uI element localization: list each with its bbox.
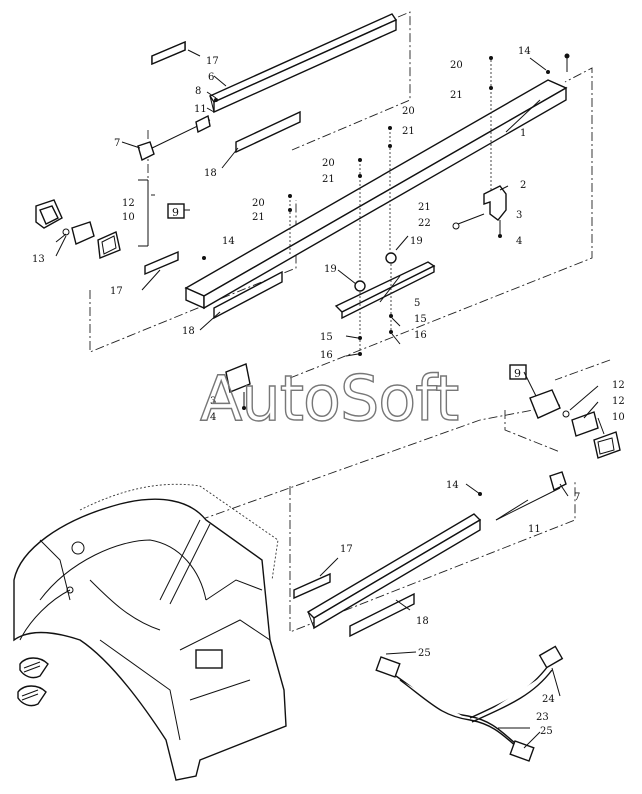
- callout-3b: 3: [210, 396, 216, 407]
- callout-14a: 14: [518, 46, 531, 57]
- callout-4a: 4: [516, 236, 522, 247]
- callout-12c: 12: [612, 396, 625, 407]
- callout-12a: 12: [122, 198, 135, 209]
- callout-10b: 10: [612, 412, 625, 423]
- callout-11a: 11: [194, 104, 207, 115]
- wiring-harness: [375, 645, 564, 762]
- watermark-text: AutoSoft: [200, 362, 458, 435]
- mount-bracket: [452, 185, 507, 238]
- callout-21b: 21: [402, 126, 415, 137]
- callout-14c: 14: [446, 480, 459, 491]
- callout-numbers: 17 6 8 11 7 18 20 21 14 1 2 20 21 20 21 …: [32, 46, 625, 737]
- callout-7b: 7: [574, 492, 580, 503]
- callout-15b: 15: [320, 332, 333, 343]
- callout-13: 13: [32, 254, 45, 265]
- right-lamp-assembly: [478, 364, 621, 521]
- tractor-cab-frame: [13, 483, 287, 781]
- callout-8: 8: [195, 86, 201, 97]
- callout-7a: 7: [114, 138, 120, 149]
- callout-18b: 18: [182, 326, 195, 337]
- callout-21c: 21: [322, 174, 335, 185]
- callout-17b: 17: [110, 286, 123, 297]
- callout-21a: 21: [450, 90, 463, 101]
- callout-20b: 20: [402, 106, 415, 117]
- callout-box-9-left: [167, 203, 185, 219]
- callout-5: 5: [414, 298, 420, 309]
- callout-21e: 21: [418, 202, 431, 213]
- callout-12b: 12: [612, 380, 625, 391]
- callout-15: 15: [414, 314, 427, 325]
- callout-box-9-right: [509, 364, 527, 380]
- callout-17c: 17: [340, 544, 353, 555]
- decals-upper: [151, 40, 301, 154]
- callout-23: 23: [536, 712, 549, 723]
- callout-18c: 18: [416, 616, 429, 627]
- callout-25a: 25: [418, 648, 431, 659]
- light-bar-lower: [293, 513, 482, 638]
- callout-22: 22: [418, 218, 431, 229]
- callout-24: 24: [542, 694, 555, 705]
- callout-9b: 9: [514, 367, 521, 380]
- callout-3a: 3: [516, 210, 522, 221]
- callout-20d: 20: [252, 198, 265, 209]
- left-lamp-assembly: [35, 114, 211, 259]
- callout-6: 6: [208, 72, 214, 83]
- callout-17a: 17: [206, 56, 219, 67]
- fasteners: [202, 53, 570, 280]
- callout-10a: 10: [122, 212, 135, 223]
- callout-20c: 20: [322, 158, 335, 169]
- callout-18a: 18: [204, 168, 217, 179]
- decals-middle: [144, 250, 283, 320]
- callout-1: 1: [520, 128, 526, 139]
- callout-9a: 9: [172, 206, 179, 219]
- lower-bracket: [225, 363, 251, 410]
- callout-20a: 20: [450, 60, 463, 71]
- callout-16b: 16: [320, 350, 333, 361]
- callout-2: 2: [520, 180, 526, 191]
- callout-11b: 11: [528, 524, 541, 535]
- callout-21d: 21: [252, 212, 265, 223]
- callout-4b: 4: [210, 412, 216, 423]
- callout-14b: 14: [222, 236, 235, 247]
- light-bar-upper: [208, 13, 398, 114]
- leader-lines: [55, 49, 605, 749]
- light-bar-main: [184, 79, 568, 310]
- callout-19b: 19: [324, 264, 337, 275]
- callout-19a: 19: [410, 236, 423, 247]
- callout-16: 16: [414, 330, 427, 341]
- callout-25b: 25: [540, 726, 553, 737]
